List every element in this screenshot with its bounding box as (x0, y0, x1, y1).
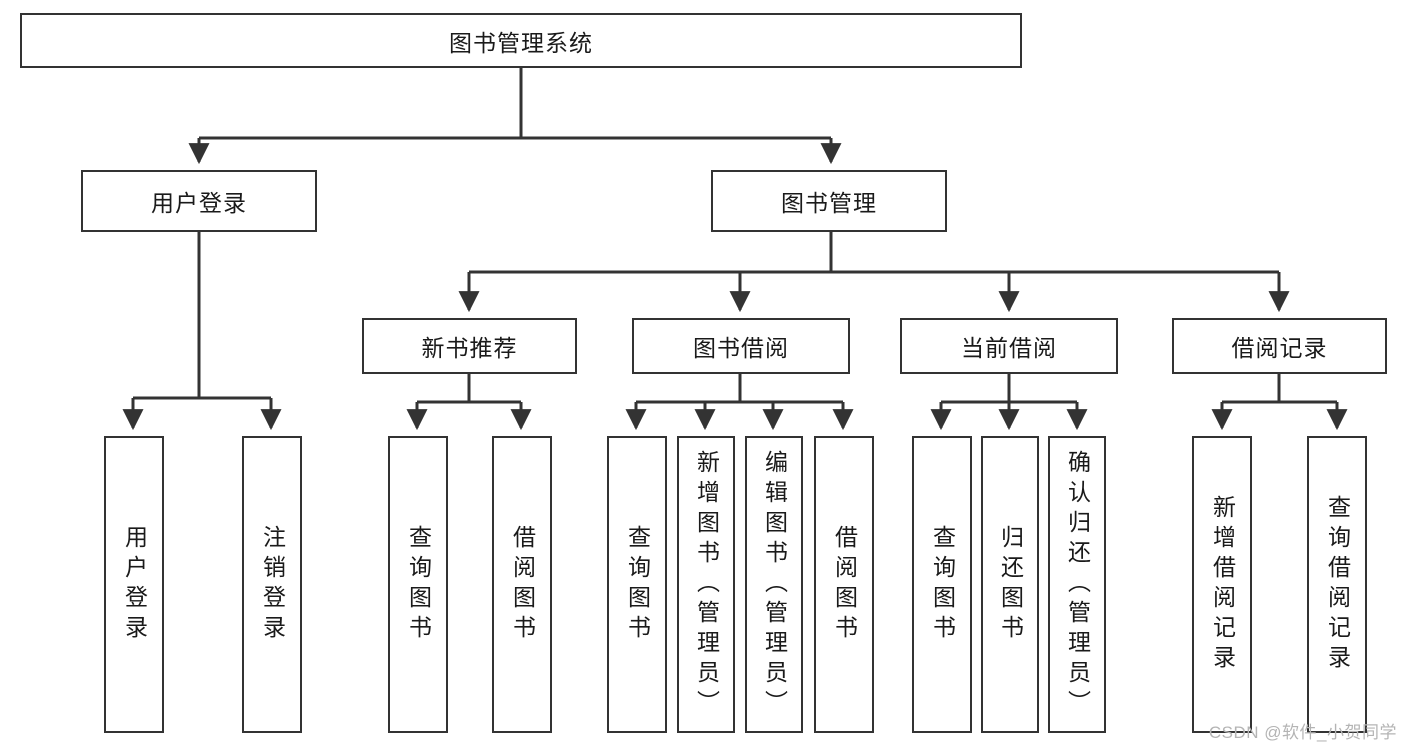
node-leaf-query-book-3[interactable]: 查询图书 (912, 436, 972, 733)
node-leaf-query-book-1[interactable]: 查询图书 (388, 436, 448, 733)
node-leaf-borrow-book-2[interactable]: 借阅图书 (814, 436, 874, 733)
node-label: 借阅记录 (1231, 335, 1328, 361)
node-leaf-query-record[interactable]: 查询借阅记录 (1307, 436, 1367, 733)
node-label: 借阅图书 (509, 524, 536, 645)
node-book-borrow[interactable]: 图书借阅 (632, 318, 850, 374)
node-root-book-management-system[interactable]: 图书管理系统 (20, 13, 1022, 68)
node-label: 图书管理 (781, 190, 877, 216)
node-label: 图书管理系统 (449, 29, 593, 56)
node-label: 借阅图书 (831, 524, 858, 645)
node-label: 当前借阅 (961, 335, 1057, 361)
node-leaf-return-book[interactable]: 归还图书 (981, 436, 1039, 733)
node-label: 查询图书 (405, 524, 432, 645)
node-label: 用户登录 (151, 190, 247, 216)
node-label: 新书推荐 (421, 335, 518, 361)
node-leaf-add-book[interactable]: 新增图书（管理员） (677, 436, 735, 733)
node-leaf-add-record[interactable]: 新增借阅记录 (1192, 436, 1252, 733)
node-leaf-user-login[interactable]: 用户登录 (104, 436, 164, 733)
node-book-manage[interactable]: 图书管理 (711, 170, 947, 232)
node-leaf-confirm-return[interactable]: 确认归还（管理员） (1048, 436, 1106, 733)
csdn-watermark: CSDN @软件_小贺同学 (1208, 723, 1397, 742)
node-label: 用户登录 (121, 524, 148, 645)
node-label: 图书借阅 (693, 335, 789, 361)
node-label: 查询借阅记录 (1324, 494, 1351, 675)
node-leaf-edit-book[interactable]: 编辑图书（管理员） (745, 436, 803, 733)
node-label: 新增图书（管理员） (693, 449, 720, 720)
node-current-borrow[interactable]: 当前借阅 (900, 318, 1118, 374)
node-label: 归还图书 (997, 524, 1024, 645)
node-user-login[interactable]: 用户登录 (81, 170, 317, 232)
node-borrow-record[interactable]: 借阅记录 (1172, 318, 1387, 374)
node-label: 查询图书 (624, 524, 651, 645)
node-label: 查询图书 (929, 524, 956, 645)
node-label: 编辑图书（管理员） (761, 449, 788, 720)
node-label: 注销登录 (259, 524, 286, 645)
node-leaf-query-book-2[interactable]: 查询图书 (607, 436, 667, 733)
node-new-book-recommend[interactable]: 新书推荐 (362, 318, 577, 374)
node-label: 新增借阅记录 (1209, 494, 1236, 675)
node-leaf-logout[interactable]: 注销登录 (242, 436, 302, 733)
node-label: 确认归还（管理员） (1064, 449, 1091, 720)
node-leaf-borrow-book-1[interactable]: 借阅图书 (492, 436, 552, 733)
